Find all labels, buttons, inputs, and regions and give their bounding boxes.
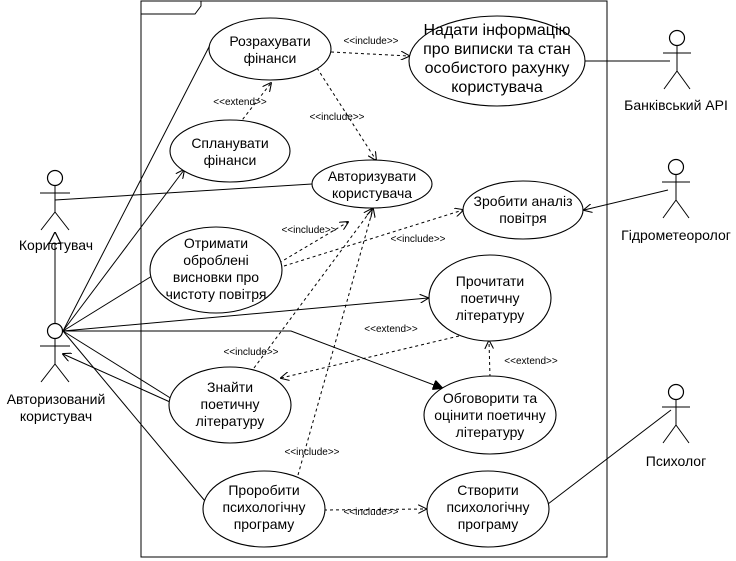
label-include-6: <<include>> — [284, 447, 339, 458]
actor-bank-api-label: Банківський API — [624, 97, 728, 113]
label-include-7: <<include>> — [343, 507, 398, 518]
label-include-3: <<include>> — [281, 225, 336, 236]
system-boundary-tab — [141, 0, 202, 15]
label-extend-3: <<extend>> — [504, 356, 558, 367]
actor-psychologist-label: Психолог — [646, 453, 706, 469]
label-include-5: <<include>> — [223, 347, 278, 358]
stereotype-labels: <<include>> <<include>> <<extend>> <<inc… — [213, 36, 558, 518]
label-extend-2: <<extend>> — [364, 324, 418, 335]
label-extend-1: <<extend>> — [213, 97, 267, 108]
actor-psychologist-icon[interactable] — [662, 383, 690, 444]
actor-hydromet-icon[interactable] — [662, 158, 690, 219]
label-include-1: <<include>> — [343, 36, 398, 47]
label-include-4: <<include>> — [390, 234, 445, 245]
actor-hydromet-label: Гідрометеоролог — [621, 227, 731, 243]
associations — [55, 44, 672, 505]
actor-user-label: Користувач — [19, 237, 93, 253]
actor-auth-user-icon[interactable] — [40, 322, 70, 383]
actor-bank-api-icon[interactable] — [663, 29, 691, 90]
dependencies — [238, 52, 490, 510]
label-include-2: <<include>> — [309, 112, 364, 123]
system-boundary — [140, 0, 608, 558]
actor-user-icon[interactable] — [40, 169, 70, 231]
